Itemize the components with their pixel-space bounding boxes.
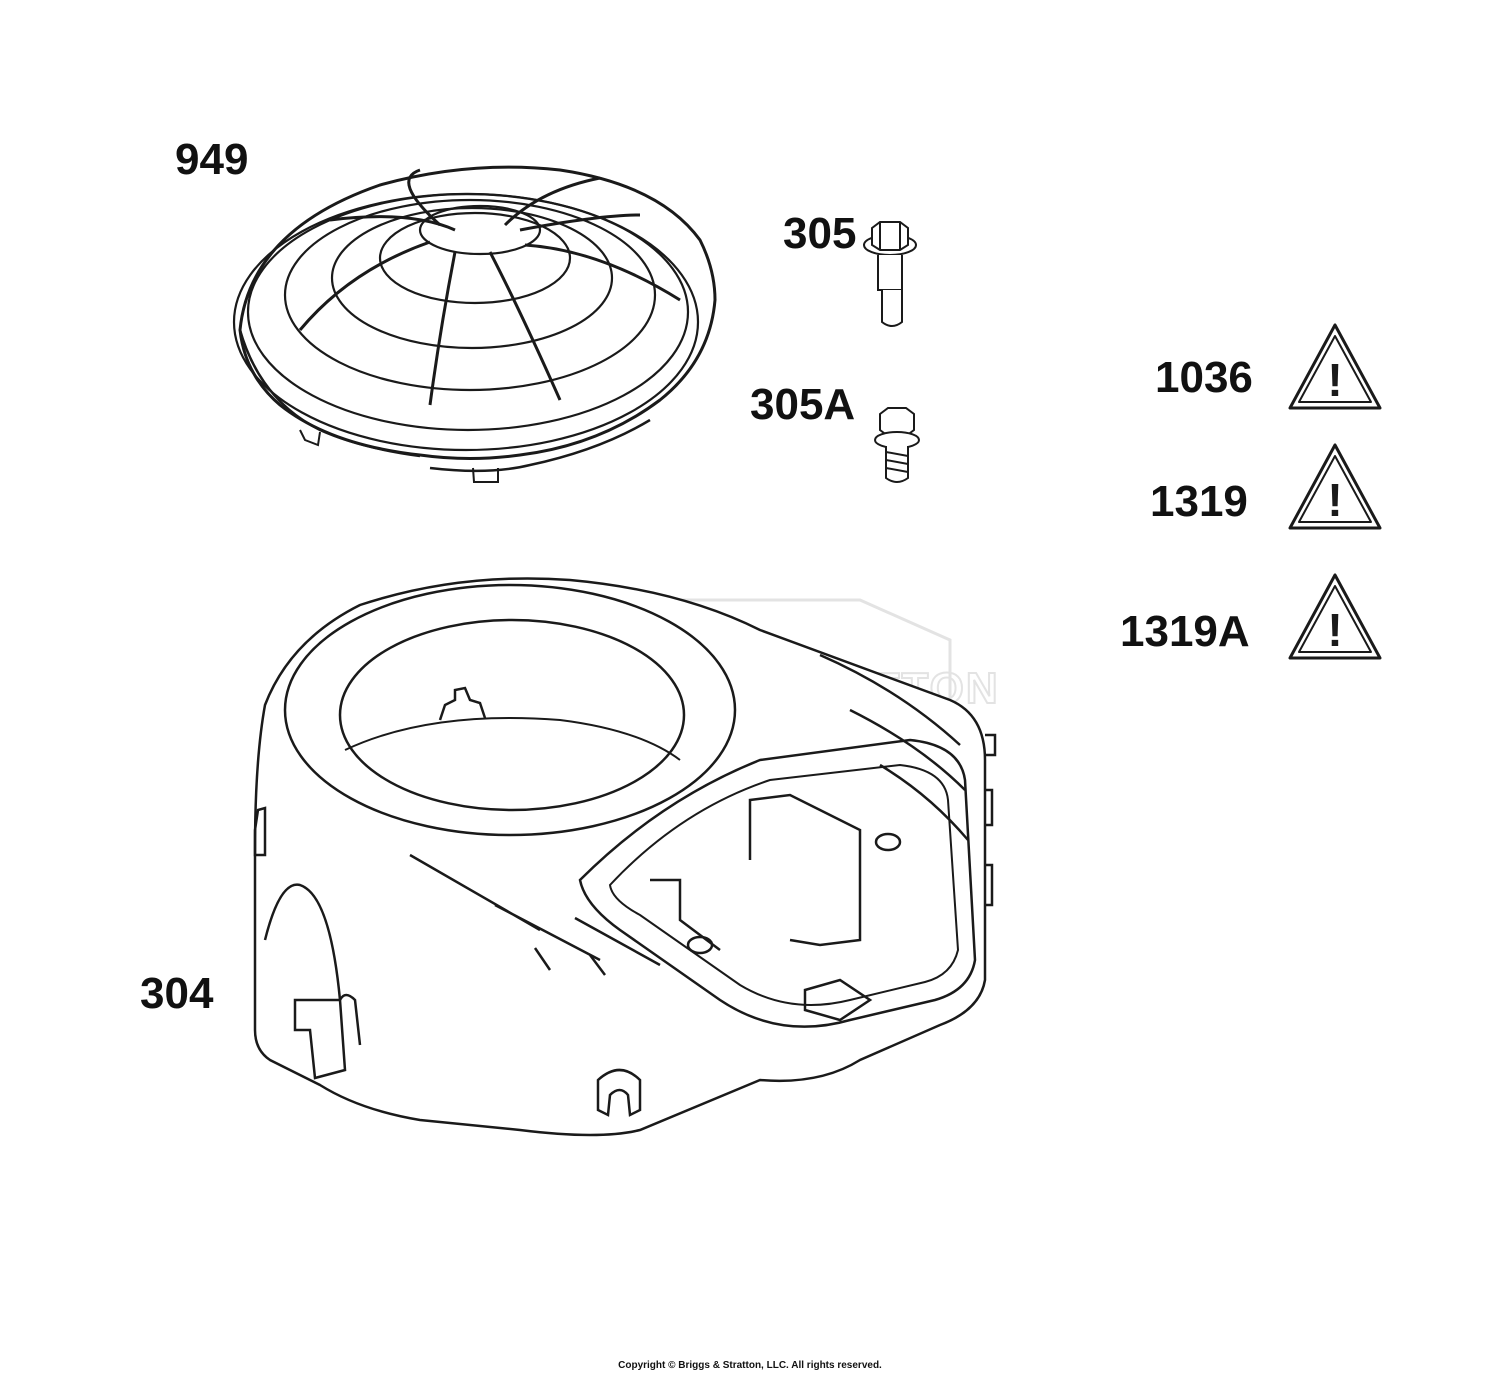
grille-screen: [232, 165, 717, 483]
part-label-305a: 305A: [750, 380, 856, 429]
svg-text:!: !: [1327, 604, 1342, 656]
warning-label-1319: 1319: [1150, 477, 1248, 526]
blower-housing: [253, 577, 997, 1137]
bolt-305: [863, 221, 917, 327]
part-label-304: 304: [140, 969, 214, 1018]
warning-label-1319a: 1319A: [1120, 607, 1250, 656]
bolt-305a: [874, 407, 920, 483]
part-label-305: 305: [783, 209, 857, 258]
svg-text:!: !: [1327, 354, 1342, 406]
warning-icon-1319: !: [1288, 443, 1382, 530]
svg-text:!: !: [1327, 474, 1342, 526]
warning-icon-1319a: !: [1288, 573, 1382, 660]
warning-icon-1036: !: [1288, 323, 1382, 410]
part-label-949: 949: [175, 135, 249, 184]
copyright-notice: Copyright © Briggs & Stratton, LLC. All …: [618, 1360, 882, 1371]
warning-label-1036: 1036: [1155, 353, 1253, 402]
